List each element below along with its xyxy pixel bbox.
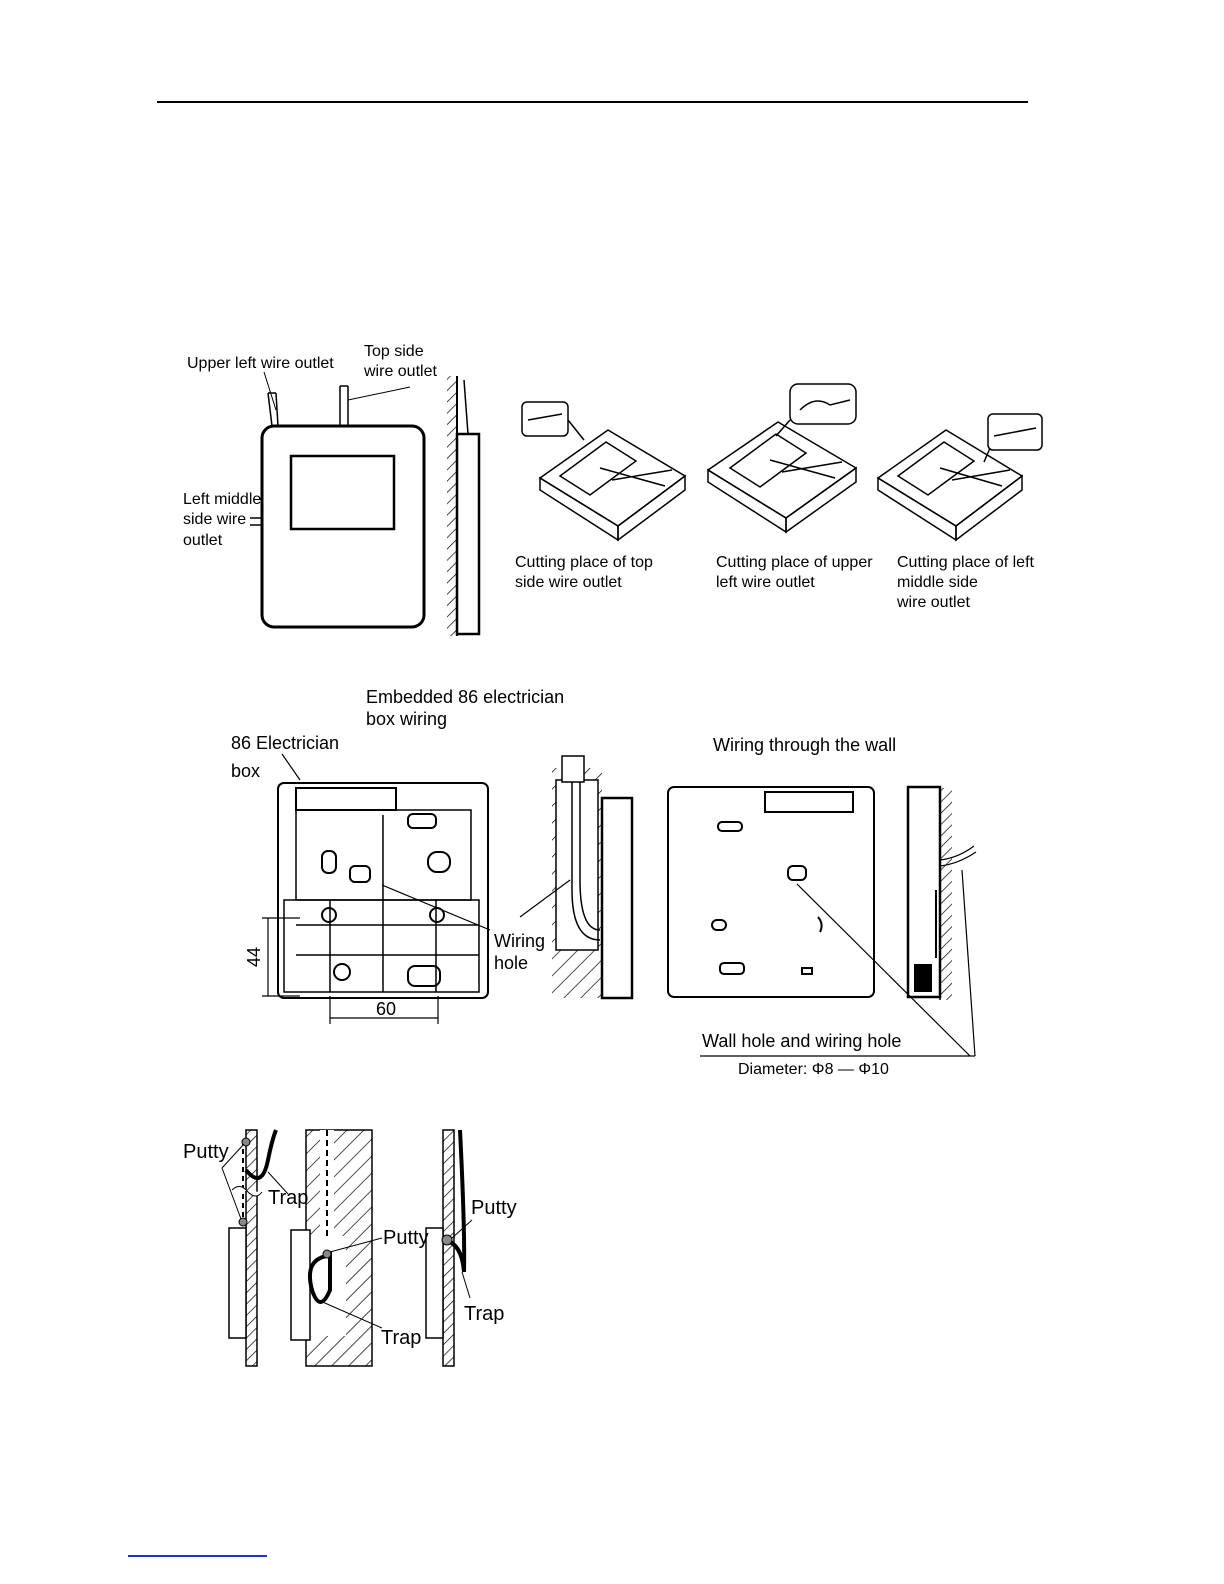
- back-box-cut-top: [521, 401, 687, 542]
- back-plate-86-box: [277, 782, 489, 999]
- label-through-wall: Wiring through the wall: [713, 735, 897, 755]
- dimension-60: 60: [376, 999, 397, 1019]
- label-cut-top-2: side wire outlet: [515, 574, 622, 591]
- through-wall-side-section: [906, 785, 977, 1000]
- label-cut-upper-left-2: left wire outlet: [716, 574, 815, 591]
- label-cut-left-middle-1: Cutting place of left: [897, 554, 1034, 571]
- label-top-side-1: Top side: [364, 343, 424, 360]
- label-putty-1: Putty: [183, 1141, 229, 1163]
- label-embedded-1: Embedded 86 electrician: [366, 687, 565, 707]
- label-left-middle-2: side wire: [183, 511, 247, 528]
- wall-hole-leader: [700, 869, 976, 1057]
- label-cut-left-middle-3: wire outlet: [897, 594, 970, 611]
- label-86-box-2: box: [231, 761, 261, 781]
- controller-side-view: [447, 376, 481, 636]
- label-wall-hole: Wall hole and wiring hole: [702, 1031, 902, 1051]
- label-trap-1: Trap: [268, 1187, 309, 1209]
- trap-figure-3: [425, 1129, 473, 1367]
- dimension-lines: [262, 753, 439, 1024]
- label-wiring-hole-2: hole: [494, 953, 529, 973]
- footer-link-underline: [128, 1555, 267, 1557]
- label-putty-3: Putty: [471, 1197, 517, 1219]
- label-cut-top-1: Cutting place of top: [515, 554, 653, 571]
- label-cut-left-middle-2: middle side: [897, 574, 978, 591]
- label-trap-3: Trap: [464, 1303, 505, 1325]
- label-left-middle-1: Left middle: [183, 491, 262, 508]
- header-rule: [157, 101, 1028, 103]
- label-upper-left-outlet: Upper left wire outlet: [187, 355, 334, 372]
- trap-figure-1: [221, 1129, 289, 1367]
- back-box-cut-left-middle: [876, 413, 1043, 542]
- label-left-middle-3: outlet: [183, 532, 223, 549]
- controller-front-view: [250, 371, 426, 629]
- label-putty-2: Putty: [383, 1227, 429, 1249]
- label-embedded-2: box wiring: [366, 709, 448, 729]
- label-diameter: Diameter: Φ8 — Φ10: [738, 1061, 889, 1078]
- label-top-side-2: wire outlet: [364, 363, 437, 380]
- back-box-cut-upper-left: [706, 383, 858, 534]
- label-86-box-1: 86 Electrician: [231, 733, 340, 753]
- dimension-44: 44: [244, 946, 265, 968]
- label-cut-upper-left-1: Cutting place of upper: [716, 554, 873, 571]
- label-wiring-hole-1: Wiring: [494, 931, 546, 951]
- trap-figure-2: [290, 1129, 383, 1367]
- through-wall-back-plate: [667, 786, 875, 998]
- label-trap-2: Trap: [381, 1327, 422, 1349]
- embedded-side-section: [381, 755, 634, 1000]
